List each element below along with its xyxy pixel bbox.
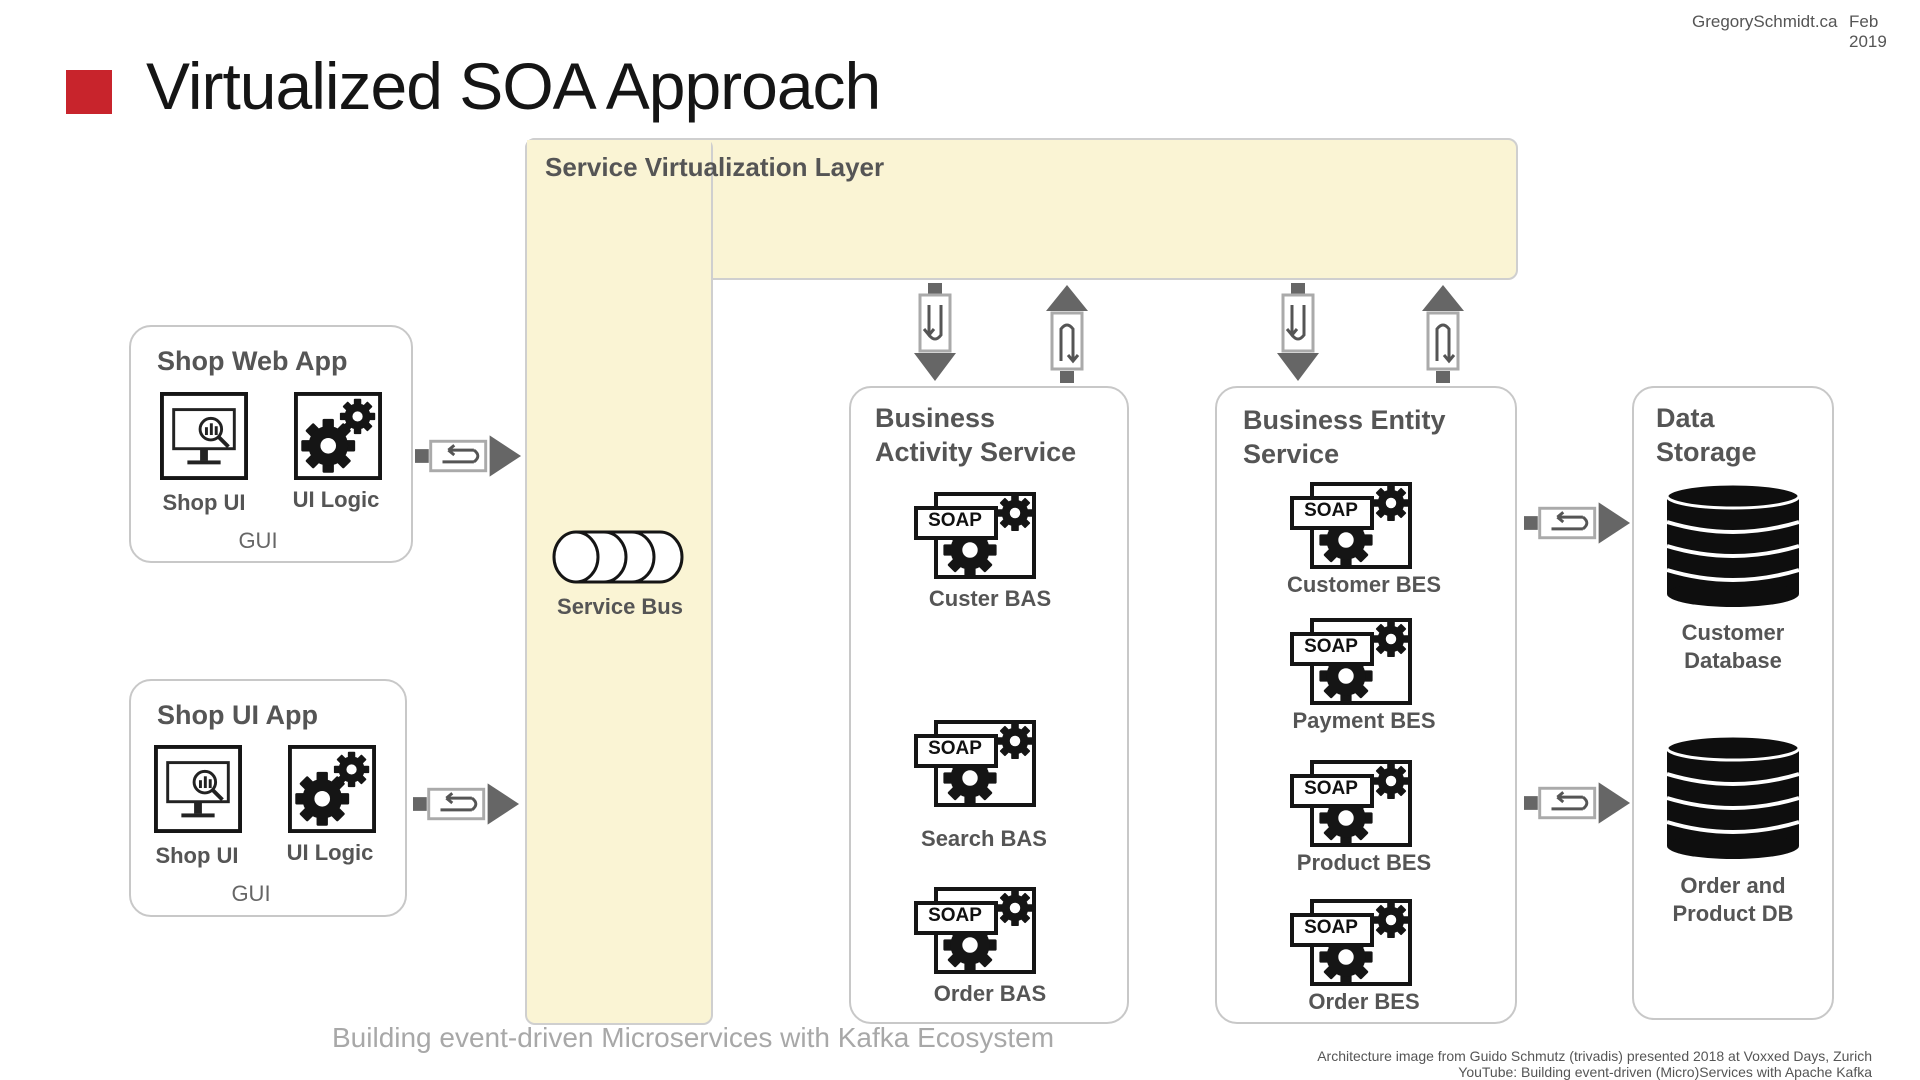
customer-db-label-line2: Database: [1684, 648, 1782, 673]
soap-label: SOAP: [928, 510, 982, 531]
request-reply-arrow-icon: [413, 781, 521, 827]
footer-caption: Building event-driven Microservices with…: [332, 1022, 1055, 1053]
soap-service-icon: [1290, 758, 1415, 848]
order-bes-label: Order BES: [1308, 989, 1420, 1014]
payment-bes-label: Payment BES: [1292, 708, 1436, 733]
request-arrow-down-icon: [912, 283, 958, 383]
bas-title-line1: Business: [875, 403, 996, 433]
monitor-magnifier-icon: [160, 392, 248, 480]
bas-title-line2: Activity Service: [875, 437, 1077, 467]
service-bus-label: Service Bus: [557, 594, 683, 619]
reply-arrow-up-icon: [1420, 283, 1466, 383]
shop-ui-label: Shop UI: [155, 843, 239, 868]
soap-label: SOAP: [928, 738, 982, 759]
soap-label: SOAP: [928, 905, 982, 926]
date-label: Feb 2019: [1849, 12, 1887, 51]
gui-label: GUI: [231, 881, 271, 906]
soap-service-icon: [1290, 897, 1415, 987]
shop-ui-label: Shop UI: [162, 490, 246, 515]
product-bes-label: Product BES: [1296, 850, 1432, 875]
gears-icon: [294, 392, 382, 480]
gui-label: GUI: [238, 528, 278, 553]
order-bas-label: Order BAS: [933, 981, 1047, 1006]
soap-service-icon: [1290, 480, 1415, 570]
request-reply-arrow-icon: [1524, 500, 1632, 546]
shop-ui-app-title: Shop UI App: [157, 700, 318, 730]
layer-title: Service Virtualization Layer: [545, 152, 885, 182]
gears-icon: [288, 745, 376, 833]
database-icon: [1665, 484, 1801, 609]
credit-line-2: YouTube: Building event-driven (Micro)Se…: [1458, 1064, 1872, 1080]
ui-logic-label: UI Logic: [292, 487, 380, 512]
database-icon: [1665, 736, 1801, 861]
customer-db-label-line1: Customer: [1681, 620, 1785, 645]
bes-title-line2: Service: [1243, 439, 1340, 469]
bes-title-line1: Business Entity: [1243, 405, 1446, 435]
ui-logic-label: UI Logic: [286, 840, 374, 865]
soap-service-icon: [1290, 616, 1415, 706]
soap-service-icon: [914, 718, 1039, 808]
request-reply-arrow-icon: [1524, 780, 1632, 826]
custer-bas-label: Custer BAS: [928, 586, 1052, 611]
credit-line-1: Architecture image from Guido Schmutz (t…: [1317, 1048, 1872, 1064]
order-product-db-label-line1: Order and: [1680, 873, 1786, 898]
order-product-db-label-line2: Product DB: [1672, 901, 1794, 926]
search-bas-label: Search BAS: [921, 826, 1047, 851]
soap-label: SOAP: [1304, 636, 1358, 657]
title-accent-square: [66, 70, 112, 114]
monitor-magnifier-icon: [154, 745, 242, 833]
soap-label: SOAP: [1304, 778, 1358, 799]
soap-label: SOAP: [1304, 917, 1358, 938]
soap-label: SOAP: [1304, 500, 1358, 521]
page-title: Virtualized SOA Approach: [146, 49, 881, 123]
shop-web-app-title: Shop Web App: [157, 346, 348, 376]
soap-service-icon: [914, 885, 1039, 975]
site-name: GregorySchmidt.ca: [1692, 12, 1838, 31]
request-reply-arrow-icon: [415, 433, 523, 479]
reply-arrow-up-icon: [1044, 283, 1090, 383]
storage-title-line2: Storage: [1656, 437, 1757, 467]
soap-service-icon: [914, 490, 1039, 580]
storage-title-line1: Data: [1656, 403, 1715, 433]
image-credit: Architecture image from Guido Schmutz (t…: [1317, 1048, 1872, 1080]
service-bus-icon: [552, 530, 684, 584]
customer-bes-label: Customer BES: [1286, 572, 1442, 597]
request-arrow-down-icon: [1275, 283, 1321, 383]
